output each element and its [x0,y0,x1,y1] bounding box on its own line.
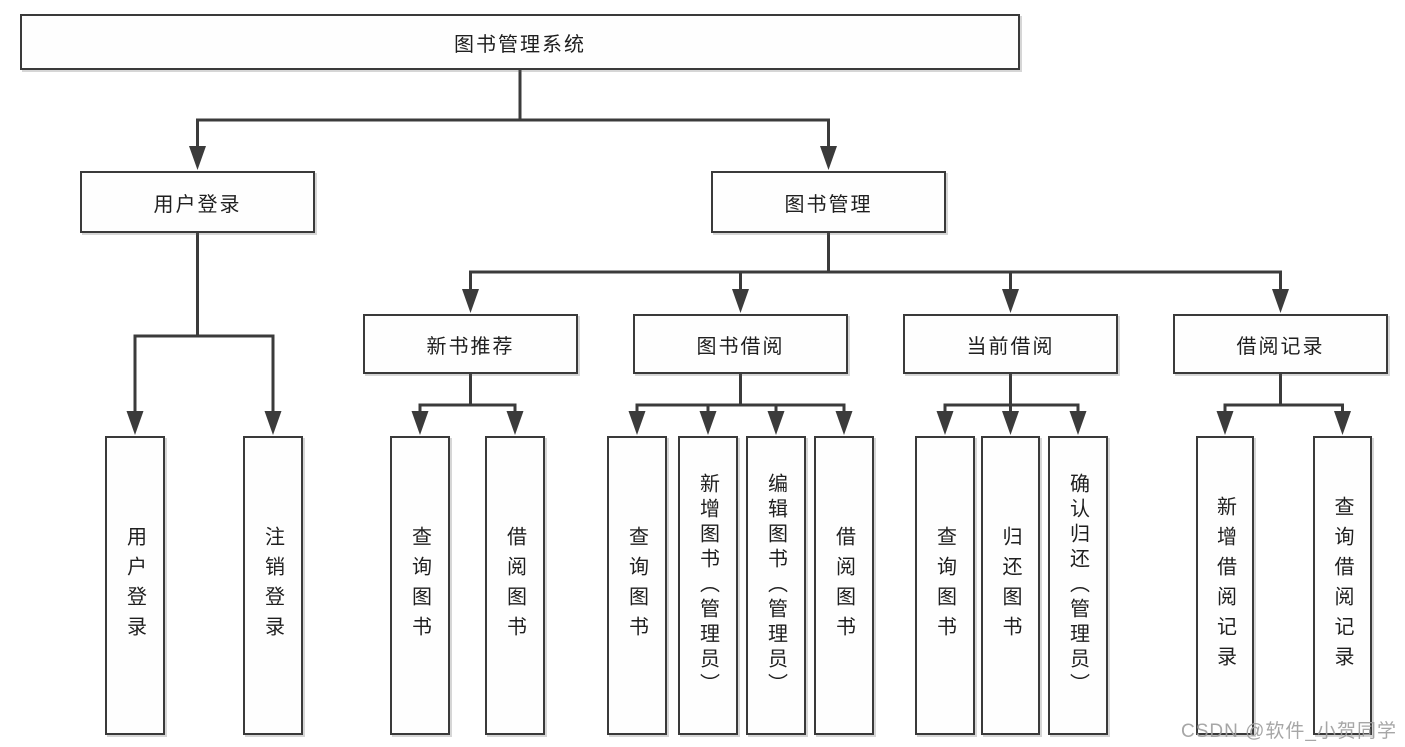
arrow-down-icon [506,411,524,435]
arrow-down-icon [835,411,853,435]
arrow-down-icon [628,411,646,435]
node-borrowing-records: 借阅记录 [1173,314,1388,374]
leaf-add-borrow-record: 新增借阅记录 [1196,436,1254,735]
connector-userlogin-to-leaves [133,233,275,415]
csdn-watermark: CSDN @软件_小贺同学 [1181,721,1397,742]
leaf-label: 用户登录 [123,525,146,646]
node-book-borrowing: 图书借阅 [633,314,848,374]
arrow-down-icon [462,289,479,313]
node-book-management: 图书管理 [711,171,946,233]
node-user-login: 用户登录 [80,171,315,233]
arrow-down-icon [126,411,144,435]
leaf-label: 查询图书 [408,525,431,646]
node-root-label: 图书管理系统 [454,33,586,56]
leaf-query-books-recommend: 查询图书 [390,436,450,735]
leaf-return-books: 归还图书 [981,436,1040,735]
node-root: 图书管理系统 [20,14,1020,70]
arrow-down-icon [1272,289,1289,313]
node-label: 图书借阅 [696,335,785,358]
leaf-label: 查询图书 [625,525,648,646]
node-current-borrowing: 当前借阅 [903,314,1118,374]
arrow-down-icon [820,146,837,170]
leaf-query-books-borrowing: 查询图书 [607,436,667,735]
leaf-label: 借阅图书 [832,525,855,646]
node-label: 新书推荐 [426,335,515,358]
arrow-down-icon [732,289,749,313]
leaf-label: 确认归还（管理员） [1066,473,1089,698]
leaf-label: 注销登录 [261,525,284,646]
connector-newbook-to-leaves [418,374,517,415]
node-label: 用户登录 [153,193,242,216]
arrow-down-icon [411,411,429,435]
node-label: 当前借阅 [966,335,1055,358]
connector-bookmgmt-to-level3 [469,233,1282,293]
arrow-down-icon [1334,411,1351,435]
arrow-down-icon [1002,411,1019,435]
arrow-down-icon [264,411,282,435]
arrow-down-icon [189,146,206,170]
leaf-label: 借阅图书 [503,525,526,646]
arrow-down-icon [936,411,954,435]
arrow-down-icon [1216,411,1234,435]
node-label: 图书管理 [784,193,873,216]
node-new-book-recommend: 新书推荐 [363,314,578,374]
leaf-label: 编辑图书（管理员） [764,473,787,698]
leaf-label: 查询借阅记录 [1331,495,1353,676]
leaf-label: 归还图书 [999,525,1021,646]
leaf-confirm-return-admin: 确认归还（管理员） [1048,436,1108,735]
arrow-down-icon [699,411,717,435]
connector-records-to-leaves [1223,374,1344,415]
leaf-user-login: 用户登录 [105,436,165,735]
arrow-down-icon [1069,411,1087,435]
arrow-down-icon [767,411,785,435]
leaf-add-books-admin: 新增图书（管理员） [678,436,738,735]
leaf-edit-books-admin: 编辑图书（管理员） [746,436,806,735]
leaf-label: 新增借阅记录 [1213,495,1236,676]
leaf-borrow-books-recommend: 借阅图书 [485,436,545,735]
leaf-query-books-current: 查询图书 [915,436,975,735]
node-label: 借阅记录 [1236,335,1325,358]
connector-root-to-level2 [196,70,830,150]
arrow-down-icon [1002,289,1019,313]
leaf-query-borrow-record: 查询借阅记录 [1313,436,1372,735]
leaf-logout: 注销登录 [243,436,303,735]
leaf-label: 新增图书（管理员） [696,473,719,698]
leaf-borrow-books: 借阅图书 [814,436,874,735]
connector-bookborrow-to-leaves [635,374,846,415]
connector-currentborrow-to-leaves [943,374,1080,415]
leaf-label: 查询图书 [933,525,956,646]
